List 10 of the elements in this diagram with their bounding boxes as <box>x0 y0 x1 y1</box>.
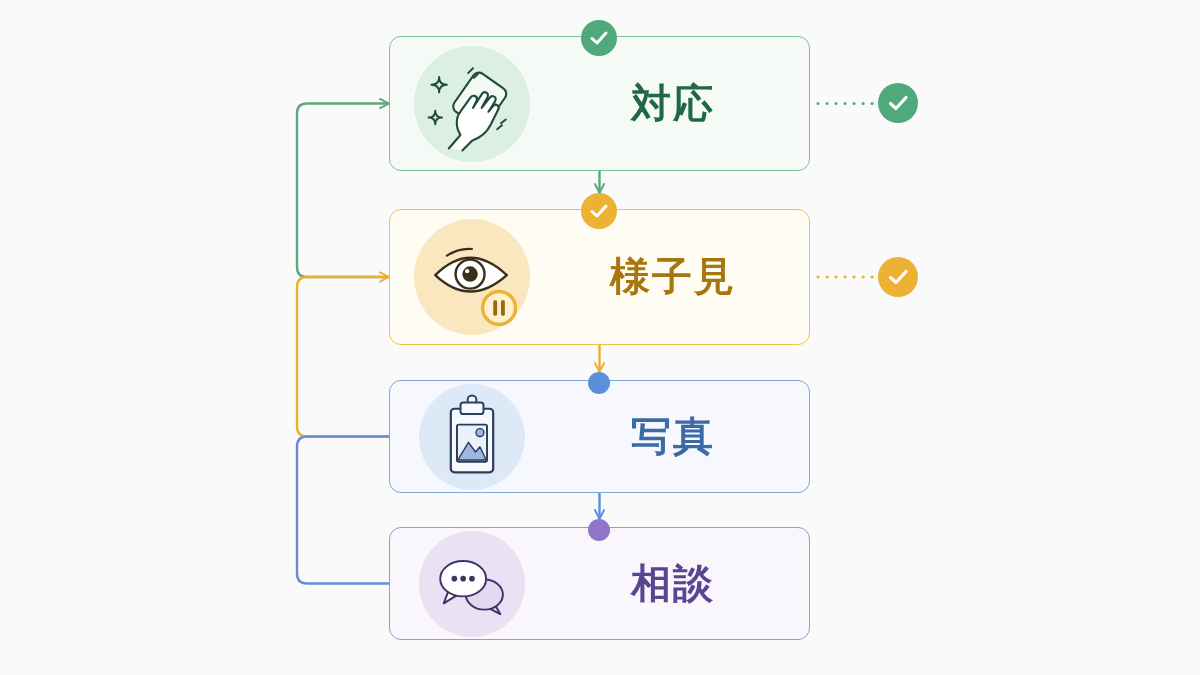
check-circle-icon <box>878 83 918 123</box>
step-label: 相談 <box>631 558 715 607</box>
arrow <box>594 345 605 373</box>
arrow <box>594 171 605 194</box>
check-circle-icon <box>878 257 918 297</box>
connector-line <box>295 435 389 585</box>
step-label: 様子見 <box>610 252 736 301</box>
step-label: 対応 <box>631 78 715 127</box>
arrow <box>594 493 605 520</box>
step-label: 写真 <box>631 411 715 460</box>
